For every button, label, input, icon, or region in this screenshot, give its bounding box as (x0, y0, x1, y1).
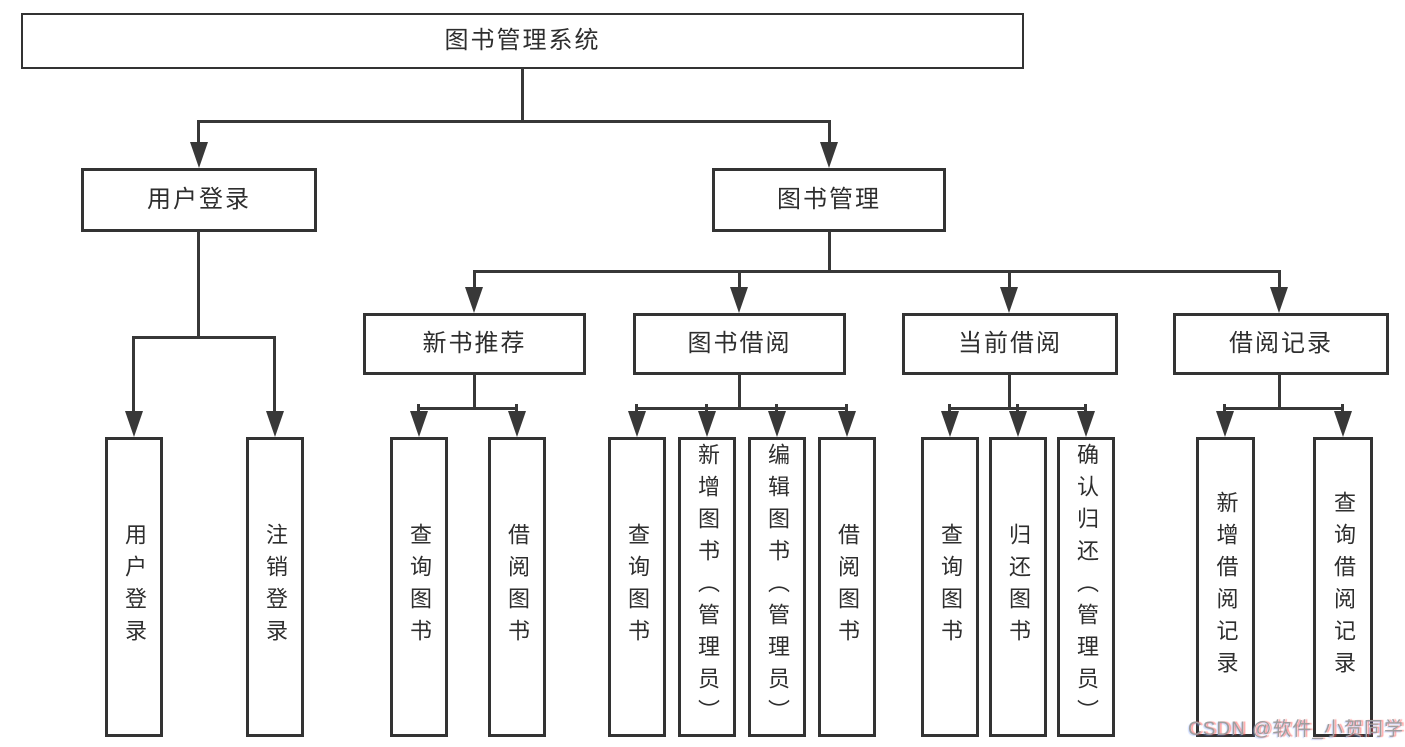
leaf-query-books-borrow: 查询图书 (608, 437, 666, 737)
connector-drop-leaf (1016, 404, 1019, 414)
leaf-borrow-books-recommend: 借阅图书 (488, 437, 546, 737)
leaf-borrow-books: 借阅图书 (818, 437, 876, 737)
arrowhead-new-book (465, 287, 483, 313)
connector-rail-new-book (417, 407, 518, 410)
leaf-edit-books-admin: 编辑图书（管理员） (748, 437, 806, 737)
connector-drop-leaf (948, 404, 951, 414)
arrowhead-leaf (266, 411, 284, 437)
connector-current-borrow-stub (1008, 374, 1011, 408)
connector-drop-leaf (515, 404, 518, 414)
leaf-return-books: 归还图书 (989, 437, 1047, 737)
connector-rail-borrow-record (1223, 407, 1344, 410)
connector-drop-leaf (845, 404, 848, 414)
connector-drop-borrow-record (1278, 270, 1281, 291)
connector-drop-leaf (635, 404, 638, 414)
connector-book-mgmt-stub (828, 231, 831, 271)
connector-drop-leaf-user-login (132, 336, 135, 415)
arrowhead-borrow-record (1270, 287, 1288, 313)
connector-drop-leaf (775, 404, 778, 414)
csdn-watermark: CSDN @软件_小贺同学 (1188, 719, 1404, 740)
leaf-query-books-recommend: 查询图书 (390, 437, 448, 737)
node-book-borrow: 图书借阅 (633, 313, 846, 375)
connector-drop-new-book (473, 270, 476, 291)
connector-drop-current-borrow (1008, 270, 1011, 291)
connector-user-login-stub (197, 231, 200, 337)
connector-drop-leaf-logout (273, 336, 276, 415)
connector-borrow-record-stub (1278, 374, 1281, 408)
node-user-login: 用户登录 (81, 168, 317, 232)
leaf-query-borrow-record: 查询借阅记录 (1313, 437, 1373, 737)
arrowhead-leaf (698, 411, 716, 437)
leaf-user-login: 用户登录 (105, 437, 163, 737)
arrowhead-leaf (628, 411, 646, 437)
arrowhead-leaf (1334, 411, 1352, 437)
arrowhead-user-login (190, 142, 208, 168)
arrowhead-leaf (508, 411, 526, 437)
arrowhead-current-borrow (1000, 287, 1018, 313)
leaf-query-books-current: 查询图书 (921, 437, 979, 737)
arrowhead-leaf (410, 411, 428, 437)
node-current-borrow: 当前借阅 (902, 313, 1118, 375)
leaf-add-borrow-record: 新增借阅记录 (1196, 437, 1255, 737)
arrowhead-leaf (838, 411, 856, 437)
node-new-book-recommend: 新书推荐 (363, 313, 586, 375)
leaf-add-books-admin: 新增图书（管理员） (678, 437, 736, 737)
connector-rail-book-borrow (635, 407, 848, 410)
arrowhead-leaf (768, 411, 786, 437)
node-book-management: 图书管理 (712, 168, 946, 232)
connector-drop-book-mgmt (828, 120, 831, 146)
connector-drop-book-borrow (738, 270, 741, 291)
node-borrow-record: 借阅记录 (1173, 313, 1389, 375)
connector-drop-user-login (197, 120, 200, 146)
connector-rail-level2 (197, 120, 831, 123)
leaf-logout: 注销登录 (246, 437, 304, 737)
connector-drop-leaf (1084, 404, 1087, 414)
leaf-confirm-return-admin: 确认归还（管理员） (1057, 437, 1115, 737)
connector-drop-leaf (1223, 404, 1226, 414)
arrowhead-leaf (1077, 411, 1095, 437)
connector-drop-leaf (417, 404, 420, 414)
arrowhead-book-borrow (730, 287, 748, 313)
connector-drop-leaf (1341, 404, 1344, 414)
connector-rail-user-login (132, 336, 276, 339)
connector-book-borrow-stub (738, 374, 741, 408)
connector-root-stub (521, 68, 524, 121)
connector-rail-level3 (473, 270, 1281, 273)
arrowhead-book-mgmt (820, 142, 838, 168)
arrowhead-leaf (1216, 411, 1234, 437)
connector-new-book-stub (473, 374, 476, 408)
arrowhead-leaf (1009, 411, 1027, 437)
arrowhead-leaf (941, 411, 959, 437)
connector-drop-leaf (705, 404, 708, 414)
arrowhead-leaf (125, 411, 143, 437)
node-library-management-system: 图书管理系统 (21, 13, 1024, 69)
